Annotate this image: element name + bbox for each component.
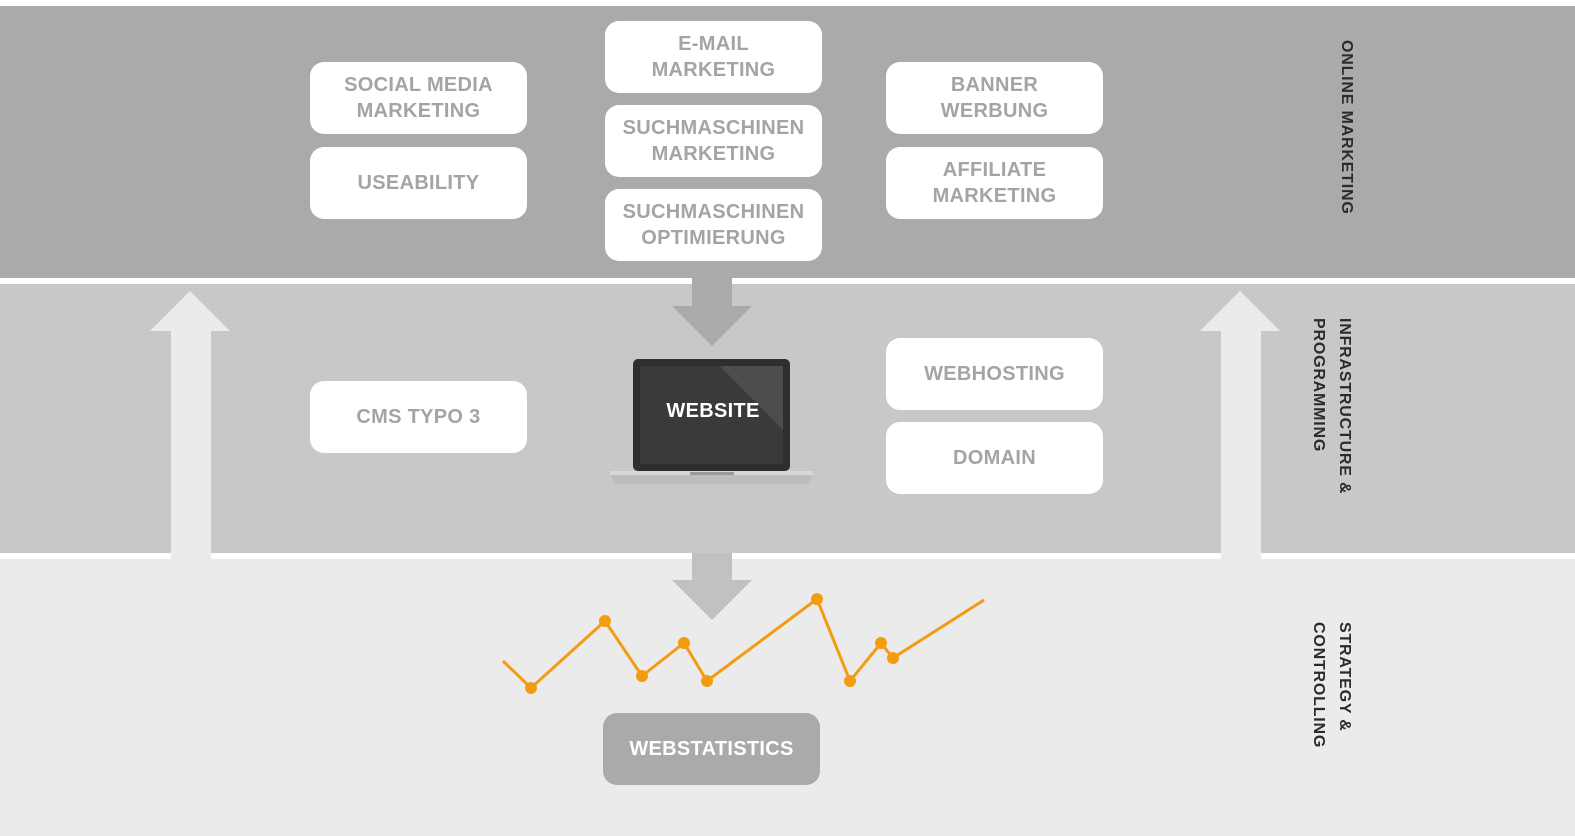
email-marketing-box[interactable]: E-MAIL MARKETING — [605, 21, 822, 93]
trend-point — [636, 670, 648, 682]
useability-box[interactable]: USEABILITY — [310, 147, 527, 219]
trend-line-icon — [501, 593, 985, 694]
domain-box[interactable]: DOMAIN — [886, 422, 1103, 494]
trend-point — [599, 615, 611, 627]
trend-point — [811, 593, 823, 605]
website-label[interactable]: WEBSITE — [666, 400, 760, 422]
up-arrow-right-icon — [1200, 291, 1280, 559]
strategy-layer-label: STRATEGY & CONTROLLING — [1310, 622, 1353, 749]
laptop-icon — [610, 359, 813, 484]
banner-werbung-box[interactable]: BANNER WERBUNG — [886, 62, 1103, 134]
webhosting-box[interactable]: WEBHOSTING — [886, 338, 1103, 410]
trend-point — [525, 682, 537, 694]
cms-typo3-box[interactable]: CMS TYPO 3 — [310, 381, 527, 453]
up-arrow-left-icon — [150, 291, 230, 559]
down-arrow-bottom-icon — [672, 553, 752, 620]
online-marketing-layer-label: ONLINE MARKETING — [1338, 40, 1355, 215]
social-media-marketing-box[interactable]: SOCIAL MEDIA MARKETING — [310, 62, 527, 134]
trend-point — [701, 675, 713, 687]
seo-box[interactable]: SUCHMASCHINEN OPTIMIERUNG — [605, 189, 822, 261]
webstatistics-box[interactable]: WEBSTATISTICS — [603, 713, 820, 785]
trend-point — [678, 637, 690, 649]
sem-box[interactable]: SUCHMASCHINEN MARKETING — [605, 105, 822, 177]
trend-point — [844, 675, 856, 687]
strategy-band — [0, 559, 1575, 836]
infrastructure-layer-label: INFRASTRUCTURE & PROGRAMMING — [1310, 318, 1353, 495]
trend-point — [875, 637, 887, 649]
trend-point — [887, 652, 899, 664]
down-arrow-top-icon — [672, 278, 752, 346]
affiliate-marketing-box[interactable]: AFFILIATE MARKETING — [886, 147, 1103, 219]
